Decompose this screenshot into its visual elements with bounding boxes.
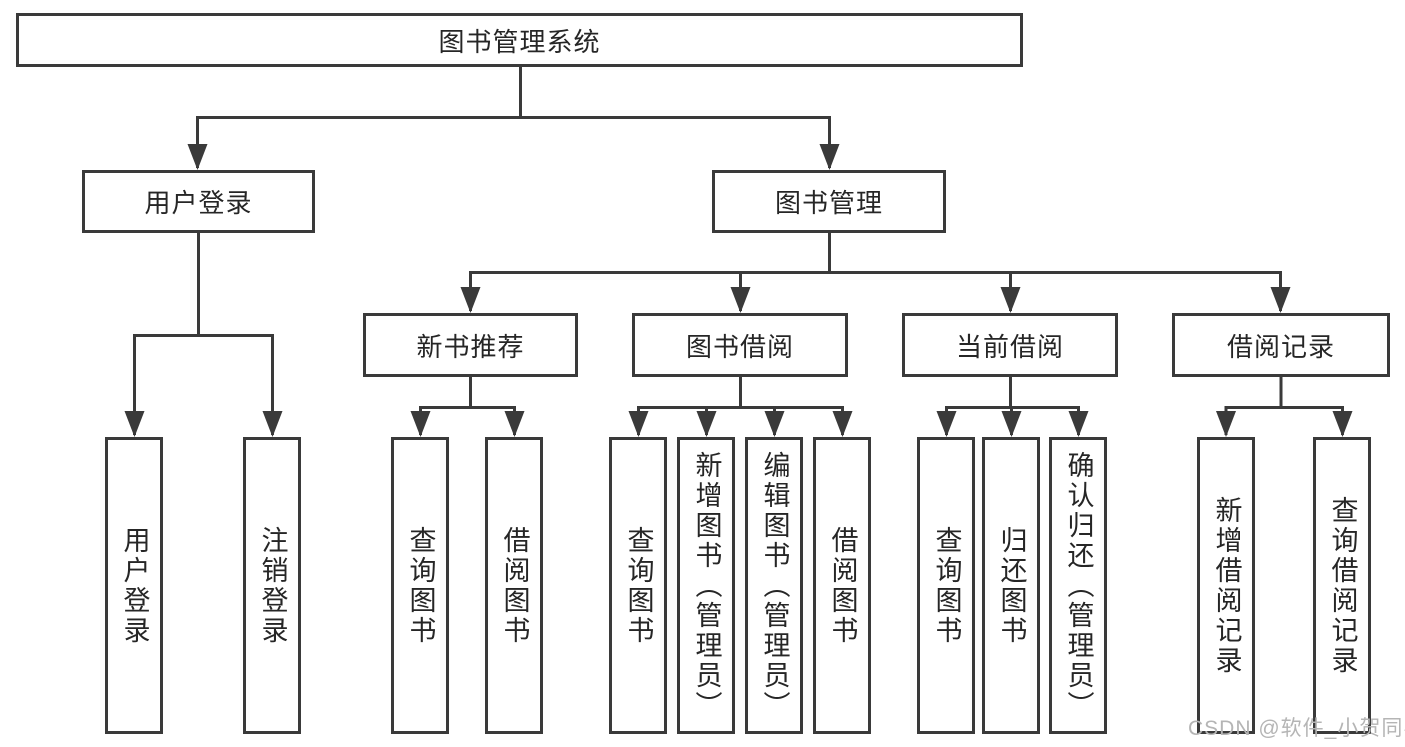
arrow-down-icon bbox=[1332, 411, 1353, 437]
connector-borrow-branch bbox=[637, 377, 844, 435]
arrow-down-icon bbox=[460, 287, 481, 313]
arrow-down-icon bbox=[504, 411, 525, 437]
arrow-down-icon bbox=[832, 411, 853, 437]
leaf-borrow-books-borrow: 借阅图书 bbox=[813, 437, 871, 734]
arrow-down-icon bbox=[1068, 411, 1089, 437]
arrow-down-icon bbox=[1001, 411, 1022, 437]
node-borrowing-records: 借阅记录 bbox=[1172, 313, 1390, 377]
node-book-borrowing: 图书借阅 bbox=[632, 313, 848, 377]
arrow-down-icon bbox=[187, 144, 208, 170]
leaf-user-login: 用户登录 bbox=[105, 437, 163, 734]
leaf-edit-books-admin: 编辑图书（管理员） bbox=[745, 437, 803, 734]
arrow-down-icon bbox=[1216, 411, 1236, 437]
arrow-down-icon bbox=[730, 287, 751, 313]
arrow-down-icon bbox=[696, 411, 717, 437]
csdn-watermark: CSDN @软件_小贺同学 bbox=[1188, 717, 1405, 740]
leaf-add-books-admin: 新增图书（管理员） bbox=[677, 437, 735, 734]
connector-newbook-branch bbox=[419, 377, 516, 435]
connector-login-branch bbox=[133, 233, 274, 435]
node-new-book-recommendation: 新书推荐 bbox=[363, 313, 578, 377]
leaf-borrow-books-newbook: 借阅图书 bbox=[485, 437, 543, 734]
arrow-down-icon bbox=[410, 411, 431, 437]
connector-strokes bbox=[133, 67, 1344, 435]
node-current-borrowing: 当前借阅 bbox=[902, 313, 1118, 377]
connector-root-trunk bbox=[196, 67, 831, 168]
connector-mgmt-branch bbox=[469, 233, 1282, 311]
connector-records-branch bbox=[1224, 377, 1344, 435]
arrow-down-icon bbox=[936, 411, 957, 437]
node-library-management-system: 图书管理系统 bbox=[16, 13, 1023, 67]
leaf-return-books: 归还图书 bbox=[982, 437, 1040, 734]
leaf-query-borrow-record: 查询借阅记录 bbox=[1313, 437, 1371, 734]
arrow-down-icon bbox=[124, 411, 145, 437]
leaf-add-borrow-record: 新增借阅记录 bbox=[1197, 437, 1255, 734]
arrowheads bbox=[124, 144, 1353, 437]
node-user-login: 用户登录 bbox=[82, 170, 315, 233]
arrow-down-icon bbox=[764, 411, 785, 437]
arrow-down-icon bbox=[819, 144, 840, 170]
leaf-query-books-borrow: 查询图书 bbox=[609, 437, 667, 734]
leaf-query-books-current: 查询图书 bbox=[917, 437, 975, 734]
leaf-logout: 注销登录 bbox=[243, 437, 301, 734]
arrow-down-icon bbox=[628, 411, 649, 437]
arrow-down-icon bbox=[1270, 287, 1291, 313]
arrow-down-icon bbox=[262, 411, 283, 437]
leaf-confirm-return-admin: 确认归还（管理员） bbox=[1049, 437, 1107, 734]
node-book-management: 图书管理 bbox=[712, 170, 946, 233]
leaf-query-books-newbook: 查询图书 bbox=[391, 437, 449, 734]
arrow-down-icon bbox=[1000, 287, 1021, 313]
